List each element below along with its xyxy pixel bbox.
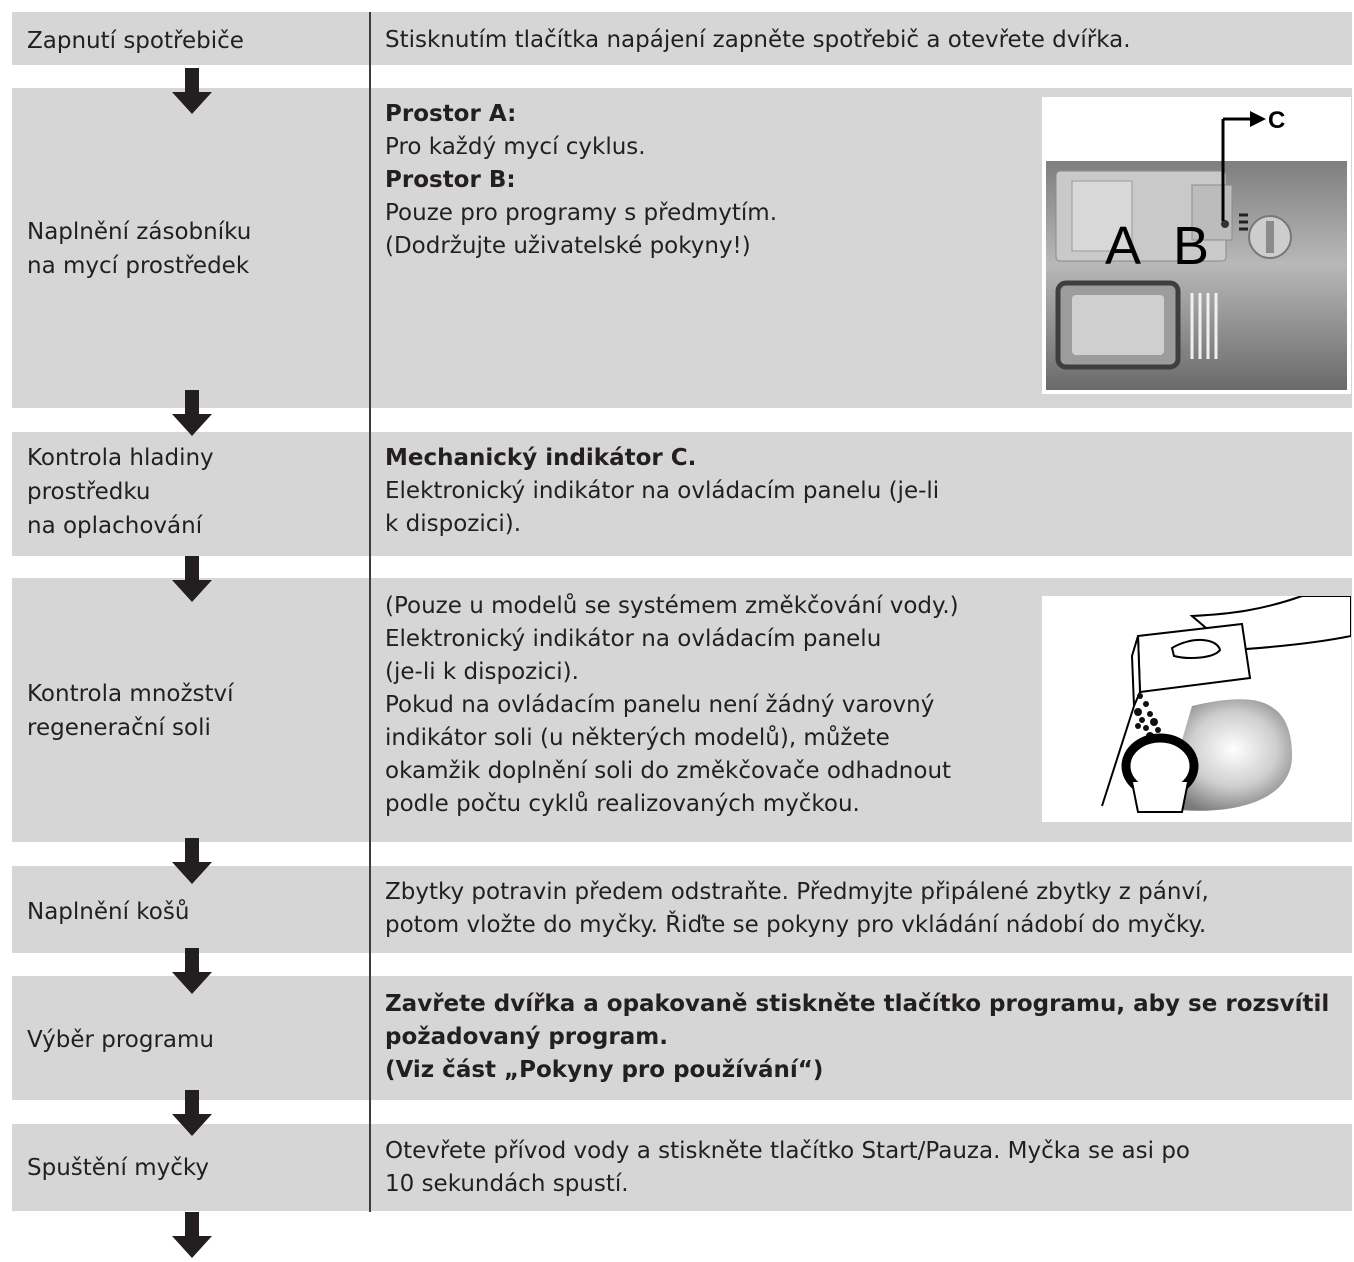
step-label: Kontrola hladiny prostředku na oplachová… <box>27 445 214 539</box>
down-arrow-icon <box>172 68 212 114</box>
label-a: A <box>1105 216 1141 276</box>
step-description: Stisknutím tlačítka napájení zapněte spo… <box>385 27 1131 53</box>
dispenser-illustration: C A B <box>1046 107 1347 390</box>
dispenser-figure: C A B <box>1042 97 1351 394</box>
step-label: Výběr programu <box>27 1027 214 1053</box>
down-arrow-icon <box>172 948 212 994</box>
step-label: Kontrola množství regenerační soli <box>27 681 234 741</box>
down-arrow-icon <box>172 390 212 436</box>
step-description: Prostor A: Pro každý mycí cyklus. Prosto… <box>385 101 777 259</box>
down-arrow-icon <box>172 838 212 884</box>
salt-refill-figure <box>1042 595 1352 822</box>
row-band-6 <box>12 976 1352 1100</box>
step-label: Naplnění košů <box>27 899 190 925</box>
step-description: Mechanický indikátor C. Elektronický ind… <box>385 445 940 537</box>
down-arrow-icon <box>172 556 212 602</box>
column-divider <box>369 12 371 1212</box>
step-description: Otevřete přívod vody a stiskněte tlačítk… <box>385 1138 1190 1197</box>
label-c: C <box>1268 107 1285 134</box>
down-arrow-icon <box>172 1090 212 1136</box>
step-label: Naplnění zásobníku na mycí prostředek <box>27 219 252 279</box>
row-band-7 <box>12 1124 1352 1211</box>
step-description: Zavřete dvířka a opakovaně stiskněte tla… <box>385 991 1330 1083</box>
label-b: B <box>1173 216 1209 276</box>
step-description: Zbytky potravin předem odstraňte. Předmy… <box>385 879 1209 938</box>
step-label: Zapnutí spotřebiče <box>27 28 244 54</box>
row-band-1 <box>12 12 1352 65</box>
step-description: (Pouze u modelů se systémem změkčování v… <box>385 593 959 817</box>
row-band-3 <box>12 432 1352 556</box>
step-label: Spuštění myčky <box>27 1155 209 1181</box>
down-arrow-icon <box>172 1212 212 1258</box>
row-band-5 <box>12 866 1352 953</box>
salt-refill-illustration <box>1101 595 1352 813</box>
